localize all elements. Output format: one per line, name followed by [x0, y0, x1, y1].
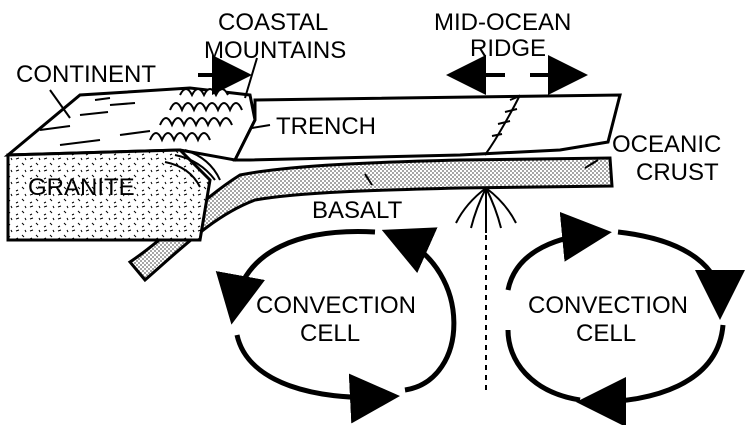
label-oceanic-crust-1: OCEANIC	[612, 131, 721, 158]
label-convection-cell-left-1: CONVECTION	[256, 292, 416, 319]
ocean-plate-top	[232, 93, 622, 162]
label-pointers	[49, 57, 599, 186]
label-convection-cell-right-2: CELL	[576, 320, 636, 347]
label-mid-ocean-ridge-1: MID-OCEAN	[434, 9, 571, 36]
basalt-slab	[127, 156, 614, 283]
continent-texture	[39, 97, 151, 146]
label-trench: TRENCH	[276, 113, 376, 140]
label-basalt: BASALT	[312, 197, 403, 224]
label-coastal-mountains-2: MOUNTAINS	[204, 37, 346, 64]
convection-cell-right	[505, 211, 745, 425]
label-granite: GRANITE	[28, 174, 135, 201]
convection-cell-left	[215, 227, 457, 424]
label-oceanic-crust-2: CRUST	[636, 159, 719, 186]
label-convection-cell-left-2: CELL	[300, 320, 360, 347]
label-continent: CONTINENT	[16, 61, 156, 88]
label-convection-cell-right-1: CONVECTION	[528, 292, 688, 319]
ridge-plume	[455, 187, 517, 233]
granite-block	[6, 148, 212, 242]
trench-lines	[164, 149, 221, 188]
label-mid-ocean-ridge-2: RIDGE	[470, 35, 546, 62]
ridge-crack	[484, 94, 521, 156]
label-coastal-mountains-1: COASTAL	[218, 9, 328, 36]
